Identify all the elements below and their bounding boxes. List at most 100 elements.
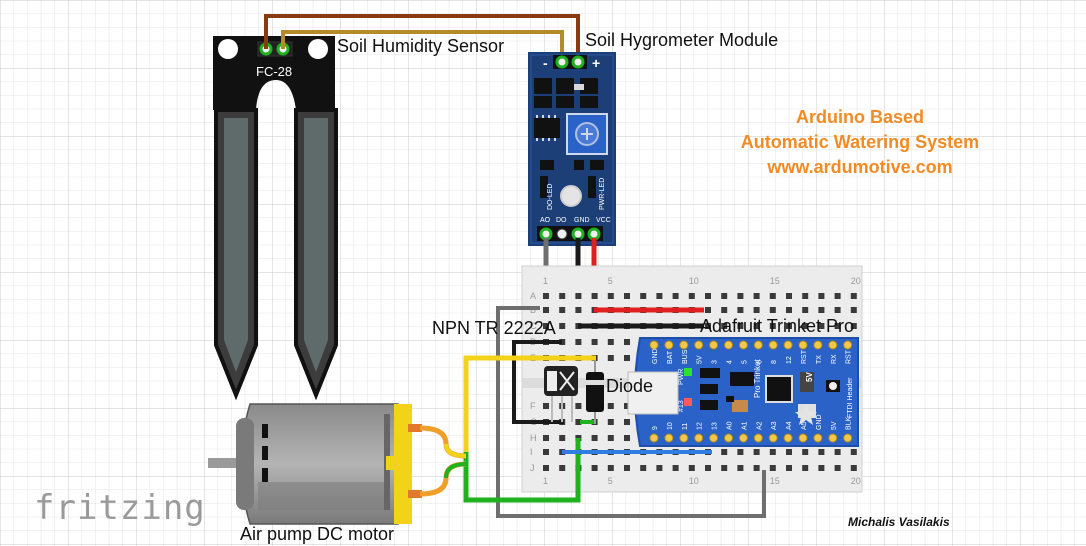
- diode-label: Diode: [606, 376, 654, 396]
- wire-green-motor: [463, 438, 581, 503]
- breadboard-hole: [640, 293, 647, 299]
- trinket-pin: [843, 340, 853, 350]
- trinket-bottom-pin-label: 12: [697, 422, 704, 430]
- trinket-pin: [813, 340, 823, 350]
- trinket-bottom-pin-label: A2: [756, 421, 763, 430]
- breadboard-hole: [688, 465, 695, 471]
- breadboard-hole: [624, 355, 630, 361]
- trinket-bottom-pin-label: BLK: [846, 416, 853, 430]
- trinket-pin: [679, 433, 689, 443]
- trinket-bottom-pin-label: 13: [712, 422, 719, 430]
- trinket-bottom-pin-label: 9: [652, 426, 659, 430]
- trinket-pin: [679, 340, 689, 350]
- trinket-top-pin-label: 4: [727, 360, 734, 364]
- breadboard-hole: [543, 449, 549, 455]
- trinket-pin: [649, 340, 659, 350]
- breadboard-column-number: 1: [543, 276, 548, 286]
- do-led-label: DO-LED: [547, 184, 554, 210]
- trinket-top-pin-label: 12: [786, 356, 793, 364]
- breadboard-hole: [769, 307, 776, 313]
- breadboard-hole: [802, 465, 809, 471]
- trinket-pin: [738, 340, 748, 350]
- sensor-part-label: FC-28: [256, 64, 292, 79]
- soil-sensor-label: Soil Humidity Sensor: [337, 36, 505, 56]
- trinket-pin: [664, 340, 674, 350]
- breadboard-hole: [818, 323, 825, 329]
- wire-brown: [264, 14, 580, 58]
- trinket-pin: [738, 433, 748, 443]
- breadboard-hole: [786, 307, 792, 313]
- wire-gray-long: [496, 306, 766, 518]
- breadboard-hole: [834, 465, 841, 471]
- breadboard-hole: [705, 293, 711, 299]
- breadboard-hole: [543, 293, 549, 299]
- breadboard-hole: [624, 403, 630, 409]
- module-pin-ao: AO: [540, 217, 551, 224]
- breadboard-hole: [607, 403, 614, 409]
- breadboard-hole: [688, 293, 695, 299]
- breadboard-hole: [753, 307, 760, 313]
- breadboard-hole: [802, 449, 809, 455]
- breadboard-hole: [721, 449, 728, 455]
- breadboard-hole: [753, 323, 760, 329]
- trinket-pin: [664, 433, 674, 443]
- breadboard-hole: [737, 449, 744, 455]
- trinket-top-pin-label: 5V: [697, 355, 704, 364]
- trinket-ftdi-label: FTDI Header: [847, 377, 854, 418]
- trinket-label: Adafruit Trinket Pro: [700, 316, 855, 336]
- breadboard-hole: [591, 339, 598, 345]
- breadboard-hole: [640, 465, 647, 471]
- npn-label: NPN TR 2222A: [432, 318, 556, 338]
- trinket-pin: [724, 433, 733, 443]
- breadboard-hole: [607, 419, 614, 425]
- trinket-pin: [694, 433, 704, 443]
- breadboard-hole: [721, 293, 728, 299]
- breadboard-hole: [559, 323, 566, 329]
- trinket-pin: [724, 340, 733, 350]
- breadboard-hole: [575, 339, 582, 345]
- breadboard-hole: [607, 355, 614, 361]
- breadboard-hole: [737, 293, 744, 299]
- breadboard-column-number: 10: [689, 276, 699, 286]
- breadboard-hole: [672, 465, 679, 471]
- breadboard-hole: [575, 403, 582, 409]
- breadboard-hole: [591, 435, 598, 441]
- breadboard-row-letter: H: [530, 433, 537, 443]
- breadboard-hole: [769, 323, 776, 329]
- trinket-pin: [768, 340, 778, 350]
- trinket-bottom-pin-label: GND: [816, 414, 823, 430]
- breadboard-hole: [834, 323, 841, 329]
- module-pin-vcc: VCC: [596, 217, 611, 224]
- breadboard-hole: [850, 307, 857, 313]
- breadboard-hole: [607, 293, 614, 299]
- wire-yellow: [463, 355, 596, 452]
- breadboard-hole: [543, 323, 549, 329]
- trinket-bottom-pin-label: 11: [682, 423, 689, 430]
- breadboard-column-number: 20: [851, 476, 861, 486]
- breadboard-hole: [850, 293, 857, 299]
- breadboard-hole: [575, 307, 582, 313]
- trinket-bottom-pin-label: A5: [801, 421, 808, 430]
- trinket-top-pin-label: TX: [816, 355, 823, 364]
- trinket-top-pin-label: 6: [756, 360, 763, 364]
- breadboard-row-letter: F: [530, 401, 536, 411]
- trinket-top-pin-label: BAT: [667, 350, 674, 364]
- trinket-top-pin-label: 3: [712, 360, 719, 364]
- breadboard-hole: [769, 465, 776, 471]
- breadboard-hole: [769, 293, 776, 299]
- breadboard-column-number: 10: [689, 476, 699, 486]
- breadboard-hole: [559, 293, 566, 299]
- trinket-top-pin-label: RX: [831, 354, 838, 364]
- title-line-1: Arduino Based: [795, 107, 924, 127]
- dc-motor: [208, 403, 422, 525]
- trinket-pin: [753, 433, 763, 443]
- breadboard-hole: [834, 293, 841, 299]
- trinket-top-pin-label: RST: [846, 349, 853, 364]
- trinket-pin: [709, 433, 719, 443]
- breadboard-hole: [656, 465, 663, 471]
- breadboard-hole: [559, 307, 566, 313]
- breadboard-hole: [802, 293, 809, 299]
- breadboard-hole: [559, 339, 566, 345]
- trinket-pwr-label: PWR: [678, 369, 685, 385]
